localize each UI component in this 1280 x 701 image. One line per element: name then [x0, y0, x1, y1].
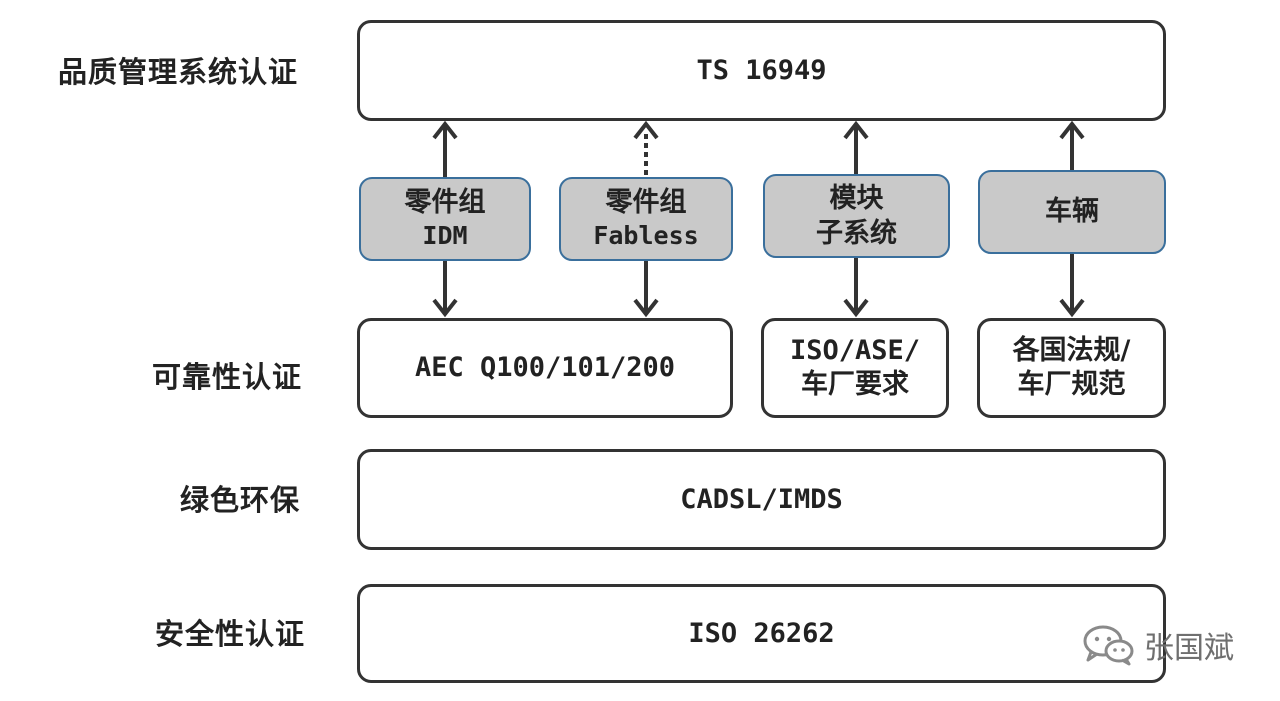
category-fabless-line1: 零件组	[605, 187, 687, 219]
cadsl-box: CADSL/IMDS	[357, 449, 1166, 550]
regulations-line2: 车厂规范	[1017, 369, 1126, 400]
arrow-idm-down	[432, 261, 458, 318]
watermark: 张国斌	[1082, 623, 1234, 667]
arrow-fabless-up-dotted	[633, 120, 659, 175]
iso-ase-line1: ISO/ASE/	[789, 335, 921, 367]
iso-ase-box: ISO/ASE/ 车厂要求	[761, 318, 949, 418]
arrow-fabless-down	[633, 261, 659, 318]
wechat-icon	[1083, 625, 1134, 666]
regulations-line1: 各国法规/	[1012, 335, 1131, 367]
category-idm-box: 零件组 IDM	[359, 177, 531, 261]
ts16949-label: TS 16949	[696, 54, 827, 86]
category-module-line1: 模块	[829, 182, 884, 214]
arrow-module-down	[843, 258, 869, 318]
aec-box: AEC Q100/101/200	[357, 318, 733, 418]
ts16949-box: TS 16949	[357, 20, 1166, 121]
category-module-line2: 子系统	[816, 218, 897, 249]
aec-label: AEC Q100/101/200	[414, 352, 676, 384]
iso26262-box: ISO 26262	[357, 584, 1166, 683]
category-fabless-line2: Fabless	[593, 221, 699, 251]
arrow-vehicle-down	[1059, 254, 1085, 318]
category-idm-line1: 零件组	[404, 187, 486, 219]
arrow-vehicle-up	[1059, 120, 1085, 170]
row-label-green: 绿色环保	[180, 483, 301, 517]
row-label-reliability: 可靠性认证	[152, 360, 303, 394]
category-vehicle-box: 车辆	[978, 170, 1166, 254]
arrow-module-up	[843, 120, 869, 174]
row-label-quality: 品质管理系统认证	[58, 55, 299, 89]
category-vehicle-line1: 车辆	[1045, 196, 1099, 228]
category-idm-line2: IDM	[422, 221, 468, 251]
regulations-box: 各国法规/ 车厂规范	[977, 318, 1166, 418]
arrow-idm-up	[432, 120, 458, 177]
iso26262-label: ISO 26262	[688, 617, 835, 649]
category-module-box: 模块 子系统	[763, 174, 950, 258]
category-fabless-box: 零件组 Fabless	[559, 177, 733, 261]
row-label-safety: 安全性认证	[155, 617, 306, 651]
cadsl-label: CADSL/IMDS	[680, 483, 843, 515]
iso-ase-line2: 车厂要求	[801, 369, 909, 400]
watermark-name: 张国斌	[1144, 631, 1234, 666]
